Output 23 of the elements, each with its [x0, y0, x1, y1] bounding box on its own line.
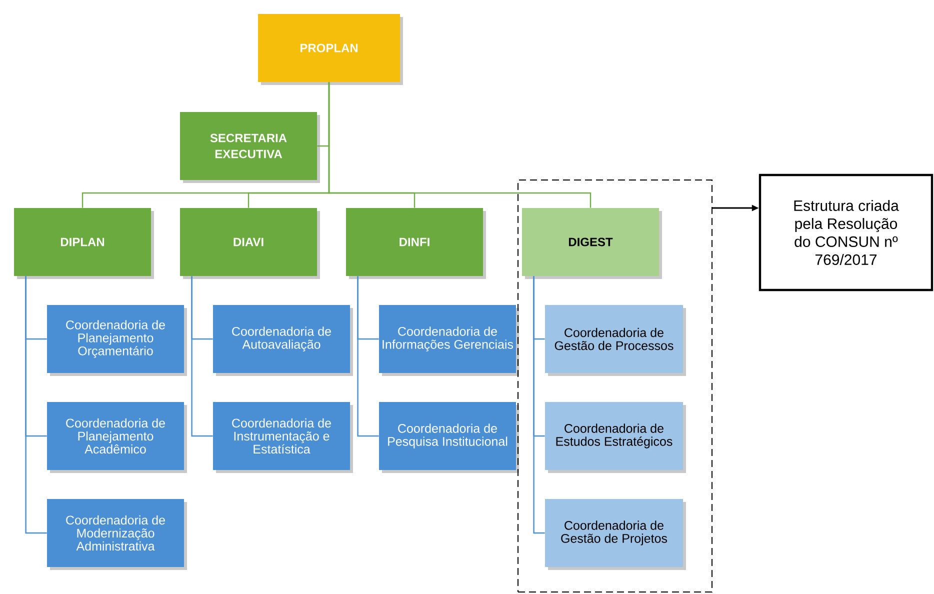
- unit-box: DIPLAN: [14, 208, 151, 276]
- connector-line: [533, 276, 545, 534]
- coordination-box: Coordenadoria de Modernização Administrativa: [47, 499, 184, 567]
- connector-line: [191, 276, 213, 437]
- unit-box: DIAVI: [180, 208, 317, 276]
- dashed-frame: [518, 180, 712, 592]
- coordination-box: Coordenadoria de Planejamento Acadêmico: [47, 402, 184, 470]
- unit-box: DIGEST: [522, 208, 659, 276]
- coordination-box: Coordenadoria de Estudos Estratégicos: [545, 402, 683, 470]
- connector-line: [328, 82, 592, 208]
- coordination-box: Coordenadoria de Autoavaliação: [213, 305, 350, 373]
- connector-line: [25, 276, 47, 534]
- coordination-box: Coordenadoria de Planejamento Orçamentário: [47, 305, 184, 373]
- title-box: PROPLAN: [258, 14, 400, 82]
- coordination-box: Coordenadoria de Informações Gerenciais: [379, 305, 516, 373]
- coordination-box: Coordenadoria de Gestão de Projetos: [545, 499, 683, 567]
- connector-line: [357, 276, 379, 437]
- unit-box: DINFI: [346, 208, 483, 276]
- coordination-box: Coordenadoria de Instrumentação e Estatística: [213, 402, 350, 470]
- unit-box: SECRETARIA EXECUTIVA: [180, 112, 317, 180]
- note-box: Estrutura criada pela Resolução do CONSUN nº 769/2017: [758, 174, 934, 292]
- coordination-box: Coordenadoria de Gestão de Processos: [545, 305, 683, 373]
- coordination-box: Coordenadoria de Pesquisa Institucional: [379, 402, 516, 470]
